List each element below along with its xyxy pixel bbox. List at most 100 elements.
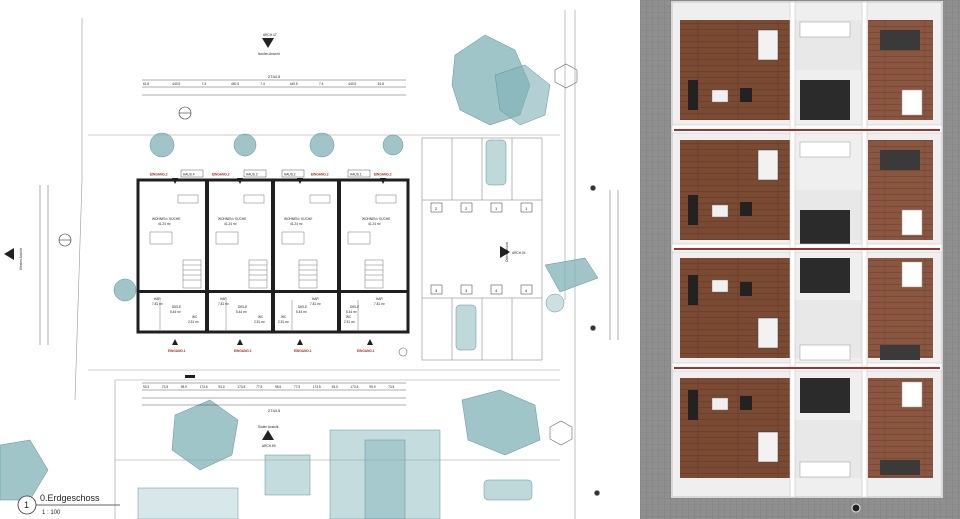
parking-numbers-top: 2 2 1 1	[430, 202, 533, 213]
parking-slot-top-4: 1	[525, 206, 528, 211]
house-3-entrance-bottom: EINGANG.1	[234, 349, 252, 353]
house-3-living-area: 41.24 m²	[224, 222, 237, 226]
house-1-living-area: 41.24 m²	[368, 222, 381, 226]
house-4-diele-area: 5.44 m²	[170, 310, 181, 314]
render-units	[680, 20, 933, 478]
parking-slot-top-1: 2	[435, 206, 438, 211]
house-4-name: HAUS.4	[183, 173, 195, 177]
house-3-living: WOHNEN / KÜCHE	[218, 217, 246, 221]
house-1-hall-area: 7.81 m²	[374, 302, 385, 306]
house-4-wc-area: 2.51 m²	[188, 320, 199, 324]
parking-area	[421, 137, 543, 501]
parking-numbers-bottom: 3 3 4 4	[430, 284, 533, 295]
house-2-hall: HAR	[312, 297, 319, 301]
house-2-living-area: 41.24 m²	[290, 222, 303, 226]
site-markers	[398, 63, 600, 496]
house-3: HAUS.3 EINGANG.2 WOHNEN / KÜCHE 41.24 m²…	[212, 169, 267, 353]
house-3-diele: DIELE	[238, 305, 247, 309]
dimension-bottom-12: 95.9	[369, 385, 375, 389]
house-3-entrance-top: EINGANG.2	[212, 173, 230, 177]
dimension-bottom-9: 173.5	[313, 385, 321, 389]
parking-slot-top-2: 2	[465, 206, 468, 211]
dimension-bottom-6: 77.5	[256, 385, 262, 389]
house-1-entrance-top: EINGANG.2	[374, 173, 392, 177]
house-1-diele: DIELE	[350, 305, 359, 309]
dimension-top-5: 440.5	[290, 82, 298, 86]
house-3-wc: WC	[258, 315, 264, 319]
drawing-title-block: 1 0.Erdgeschoss 1 : 100	[17, 493, 120, 516]
south-section-code: ARCH.59	[262, 444, 276, 448]
dimension-bottom-2: 95.9	[181, 385, 187, 389]
house-1-name: HAUS.1	[350, 173, 362, 177]
dimension-bottom-1: 73.5	[162, 385, 168, 389]
west-section-marker: Westen Ansicht	[4, 248, 23, 270]
rendered-top-view	[640, 0, 960, 519]
dimension-top-1: 440.5	[172, 82, 180, 86]
dimension-lines-top	[39, 79, 619, 406]
scale-bar	[185, 375, 195, 378]
north-section-code: ARCH.47	[263, 33, 277, 37]
east-section-code: ARCH.04	[512, 251, 526, 255]
dimension-bottom-10: 93.0	[332, 385, 338, 389]
dimension-top-6: 7.4	[319, 82, 324, 86]
dimension-bottom-5: 173.5	[237, 385, 245, 389]
west-section-label: Westen Ansicht	[19, 248, 23, 270]
south-section-label: Süden Ansicht	[258, 425, 278, 429]
house-1: HAUS.1 EINGANG.2 WOHNEN / KÜCHE 41.24 m²…	[344, 169, 392, 353]
dimension-top-2: 7.4	[202, 82, 207, 86]
house-3-hall: HAR	[220, 297, 227, 301]
dimension-bottom-7: 98.5	[275, 385, 281, 389]
render-red-trim	[674, 129, 940, 369]
house-4-entrance-top: EINGANG.2	[150, 173, 168, 177]
house-4: HAUS.4 EINGANG.2 WOHNEN / KÜCHE 41.24 m²…	[150, 169, 204, 353]
house-1-living: WOHNEN / KÜCHE	[362, 217, 390, 221]
sheet-number: 1	[24, 500, 29, 510]
dimension-top-8: 61.8	[378, 82, 384, 86]
dimension-bottom-3: 173.5	[200, 385, 208, 389]
house-2: HAUS.2 EINGANG.2 WOHNEN / KÜCHE 41.24 m²…	[278, 169, 329, 353]
house-2-diele-area: 5.44 m²	[296, 310, 307, 314]
house-4-living: WOHNEN / KÜCHE	[152, 217, 180, 221]
parking-slot-top-3: 1	[495, 206, 498, 211]
dimension-bottom-8: 77.5	[294, 385, 300, 389]
north-section-label: Norden Ansicht	[258, 52, 280, 56]
house-2-wc: WC	[281, 315, 287, 319]
parking-slot-bottom-3: 4	[495, 288, 498, 293]
house-3-wc-area: 2.51 m²	[254, 320, 265, 324]
dimension-bottom-4: 93.0	[218, 385, 224, 389]
house-labels: HAUS.4 EINGANG.2 WOHNEN / KÜCHE 41.24 m²…	[150, 169, 392, 353]
dimension-bottom-0: 93.3	[143, 385, 149, 389]
house-2-wc-area: 2.51 m²	[278, 320, 289, 324]
house-3-name: HAUS.3	[246, 173, 258, 177]
house-4-diele: DIELE	[172, 305, 181, 309]
dimension-bottom-13: 73.5	[388, 385, 394, 389]
house-4-hall-area: 7.81 m²	[152, 302, 163, 306]
render-marker	[851, 503, 861, 513]
house-4-hall: HAR	[154, 297, 161, 301]
drawing-title: 0.Erdgeschoss	[40, 493, 100, 503]
overall-dimension-bottom: 2744.5	[268, 408, 281, 413]
house-3-hall-area: 7.81 m²	[218, 302, 229, 306]
dimension-top-3: 440.5	[231, 82, 239, 86]
parking-slot-bottom-2: 3	[465, 288, 468, 293]
townhouse-block	[136, 178, 410, 334]
house-1-entrance-bottom: EINGANG.1	[357, 349, 375, 353]
house-2-entrance-bottom: EINGANG.1	[294, 349, 312, 353]
render-furniture	[688, 21, 923, 478]
parking-slot-bottom-1: 3	[435, 288, 438, 293]
detail-markers	[58, 106, 192, 247]
house-1-diele-area: 5.44 m²	[346, 310, 357, 314]
house-1-wc-area: 2.51 m²	[344, 320, 355, 324]
dimension-top-7: 440.5	[348, 82, 356, 86]
house-2-hall-area: 7.81 m²	[310, 302, 321, 306]
house-3-diele-area: 5.44 m²	[236, 310, 247, 314]
east-section-label: Osten Ansicht	[505, 242, 509, 262]
house-4-living-area: 41.24 m²	[158, 222, 171, 226]
east-section-marker: ARCH.04 Osten Ansicht	[500, 242, 526, 262]
parking-slot-bottom-4: 4	[525, 288, 528, 293]
house-1-wc: WC	[346, 315, 352, 319]
north-section-marker: ARCH.47 Norden Ansicht	[258, 33, 280, 56]
site-trees	[0, 34, 599, 519]
dimension-bottom-11: 173.5	[350, 385, 358, 389]
dimension-top-4: 7.4	[260, 82, 265, 86]
